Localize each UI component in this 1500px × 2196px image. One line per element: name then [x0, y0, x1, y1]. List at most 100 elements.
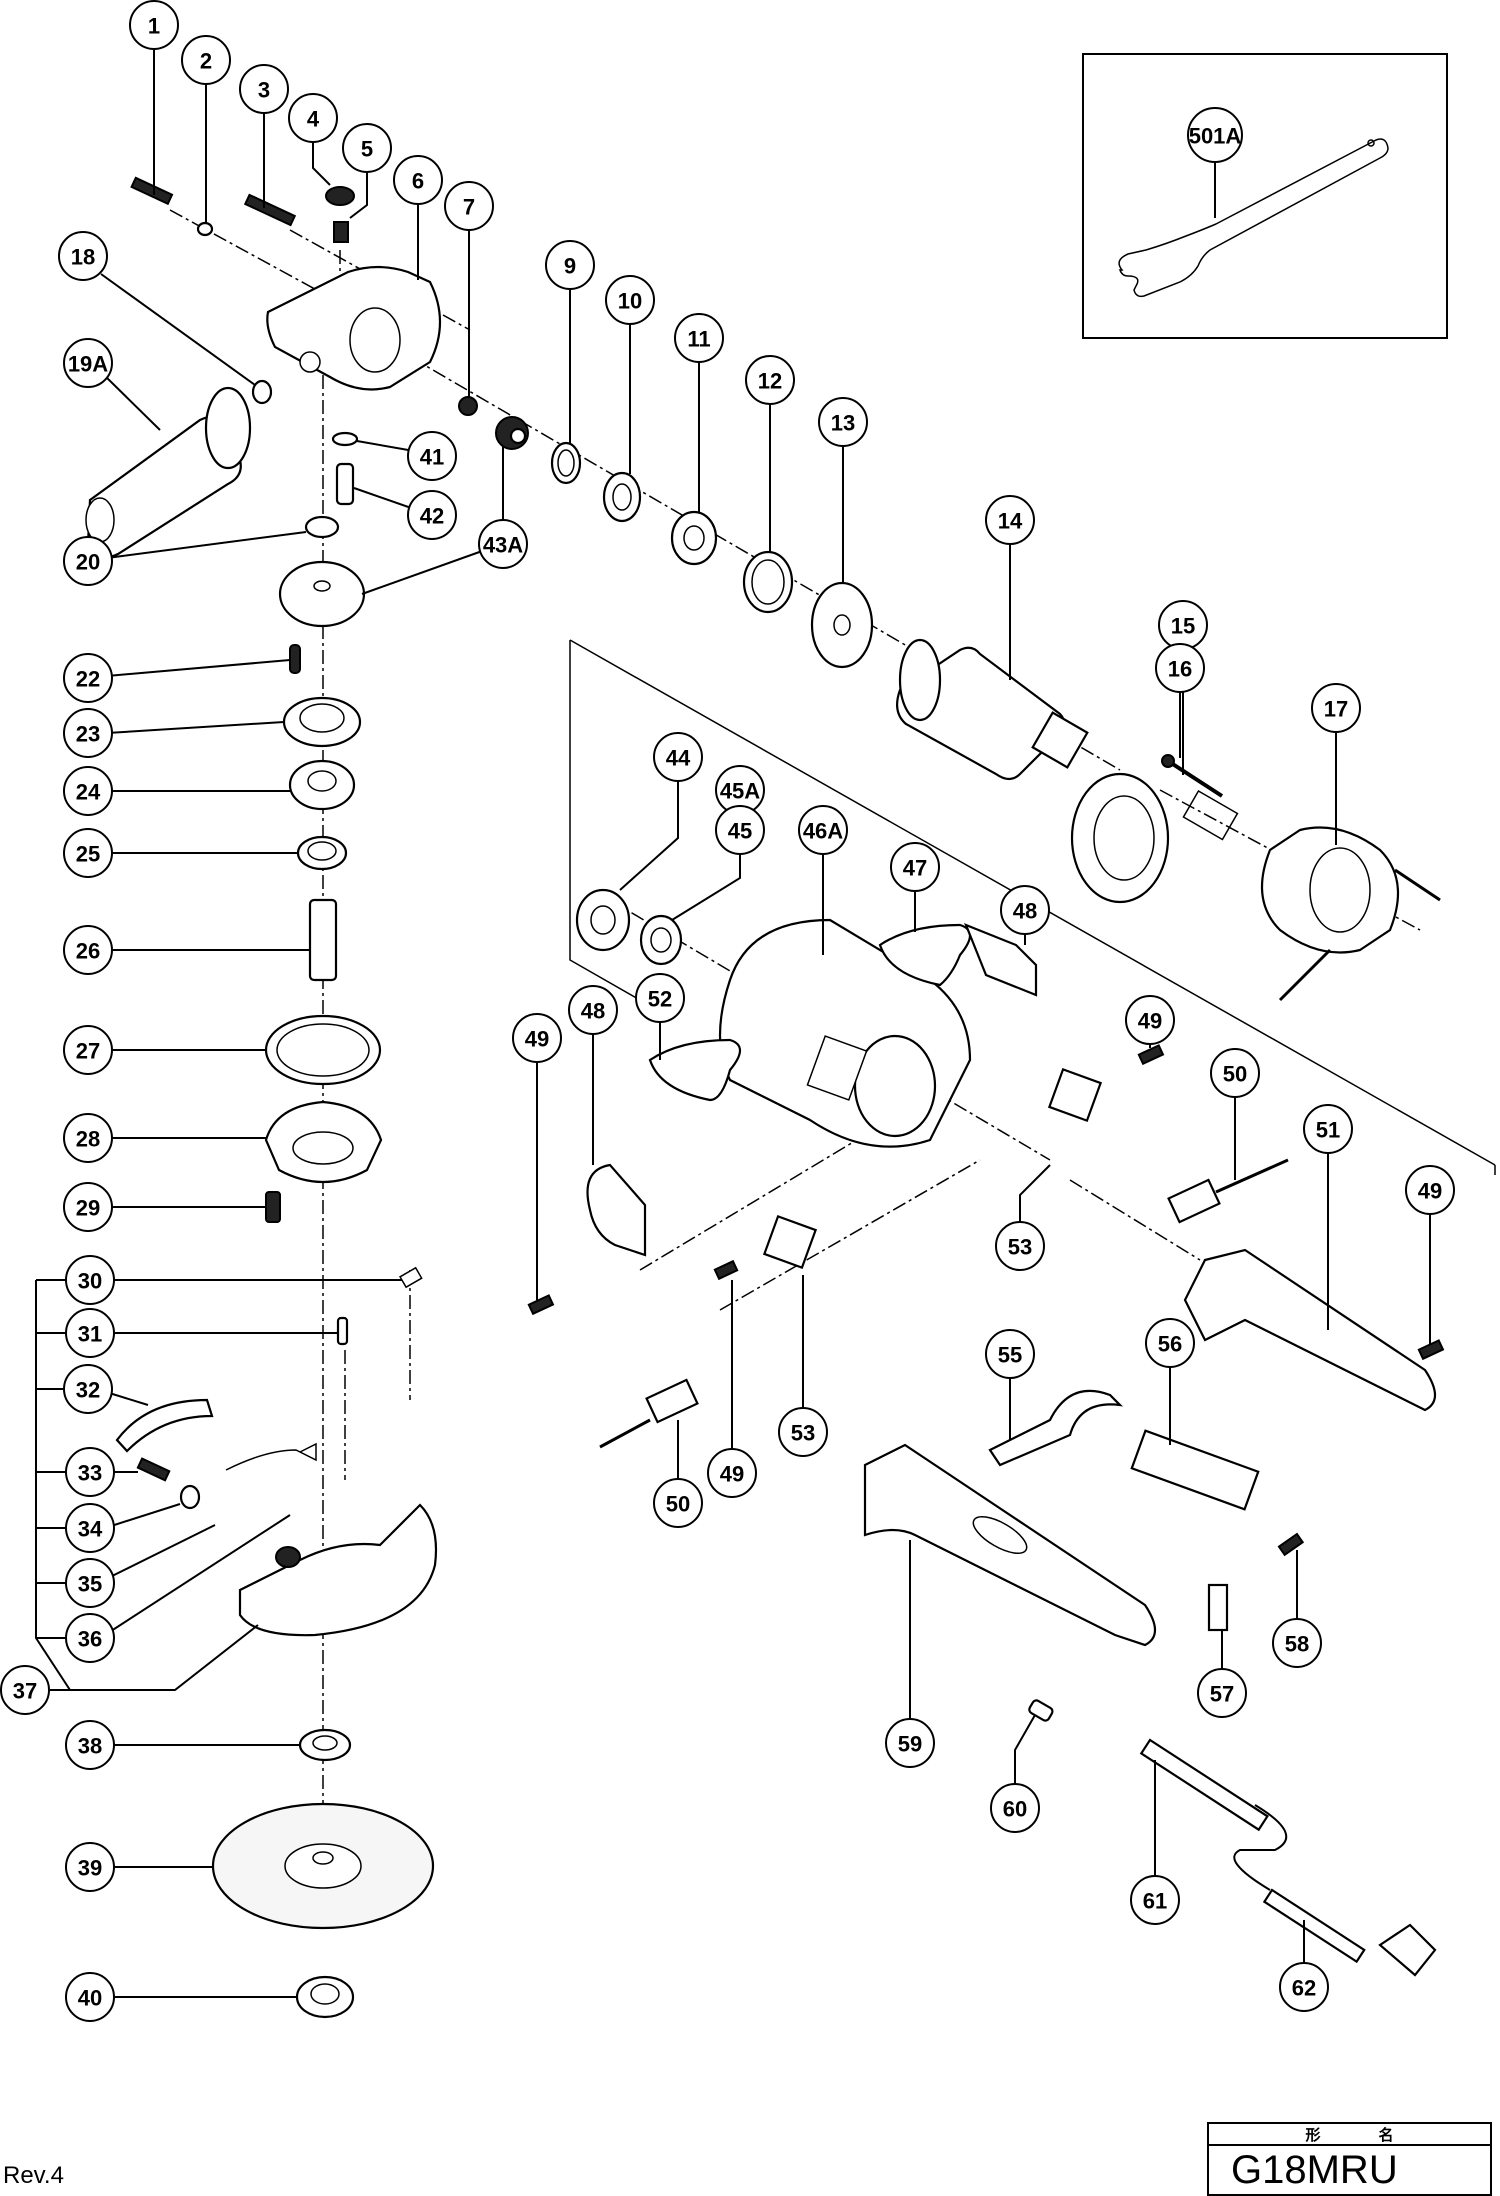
wheel-nut-40-icon — [295, 1975, 355, 2019]
callout-number: 60 — [1003, 1797, 1027, 1822]
callout-44: 44 — [653, 732, 703, 782]
brush-cover-48b-icon — [586, 1163, 647, 1257]
callout-circle — [342, 123, 392, 173]
push-button-42-icon — [335, 462, 355, 506]
callout-13: 13 — [818, 397, 868, 447]
callout-number: 29 — [76, 1196, 100, 1221]
switch-56-icon — [1130, 1429, 1260, 1511]
callout-circle — [65, 1447, 115, 1497]
stator-17-icon — [1260, 826, 1441, 1002]
callout-circle — [393, 155, 443, 205]
callout-number: 4 — [307, 107, 320, 132]
callout-circle — [990, 1783, 1040, 1833]
callout-circle — [1279, 1962, 1329, 2012]
callout-49: 49 — [1125, 995, 1175, 1045]
callout-circle — [63, 1182, 113, 1232]
callout-circle — [1145, 1318, 1195, 1368]
callout-61: 61 — [1130, 1875, 1180, 1925]
callout-24: 24 — [63, 766, 113, 816]
title-block: 形 名 G18MRU — [1207, 2122, 1492, 2196]
callout-circle — [653, 732, 703, 782]
callout-number: 35 — [78, 1572, 102, 1597]
model-number: G18MRU — [1231, 2148, 1398, 2192]
callout-number: 50 — [666, 1492, 690, 1517]
callout-46a: 46A — [798, 805, 848, 855]
callout-53: 53 — [995, 1221, 1045, 1271]
callout-circle — [1405, 1165, 1455, 1215]
washer-25-icon — [296, 835, 348, 871]
washer-9-icon — [550, 441, 582, 485]
callout-circle — [63, 766, 113, 816]
callout-circle — [1130, 1875, 1180, 1925]
callout-circle — [995, 1221, 1045, 1271]
callout-number: 28 — [76, 1127, 100, 1152]
revision-label: Rev.4 — [3, 2162, 64, 2189]
callout-number: 47 — [903, 856, 927, 881]
tapping-screw-16-icon — [1161, 754, 1239, 841]
callout-number: 45 — [728, 819, 752, 844]
callout-1: 1 — [129, 0, 179, 50]
callout-circle — [65, 1613, 115, 1663]
screw-58-icon — [1277, 1532, 1305, 1557]
callout-number: 39 — [78, 1856, 102, 1881]
gear-cover-6-icon — [266, 265, 442, 391]
callout-circle — [985, 1329, 1035, 1379]
retaining-ring-20-icon — [304, 515, 340, 539]
callout-45: 45 — [715, 805, 765, 855]
callout-48: 48 — [568, 985, 618, 1035]
bearing-holder-12-icon — [742, 550, 794, 614]
callout-number: 48 — [581, 999, 605, 1024]
callout-number: 52 — [648, 987, 672, 1012]
callout-circle — [65, 1842, 115, 1892]
callout-36: 36 — [65, 1613, 115, 1663]
callout-number: 12 — [758, 369, 782, 394]
ball-bearing-45-icon — [639, 914, 683, 966]
callout-42: 42 — [407, 490, 457, 540]
brush-holder-53-icon — [1047, 1067, 1103, 1123]
handle-cover-51-icon — [1183, 1248, 1437, 1412]
callout-circle — [63, 828, 113, 878]
callout-circle — [512, 1013, 562, 1063]
callout-circle — [1303, 1104, 1353, 1154]
callout-number: 25 — [76, 842, 100, 867]
ball-bearing-11-icon — [670, 510, 718, 566]
callout-number: 16 — [1168, 657, 1192, 682]
callout-20: 20 — [63, 536, 113, 586]
callout-number: 48 — [1013, 899, 1037, 924]
callout-number: 53 — [1008, 1235, 1032, 1260]
callout-circle — [63, 1364, 113, 1414]
callout-number: 38 — [78, 1734, 102, 1759]
armature-14-icon — [895, 638, 1089, 781]
callout-6: 6 — [393, 155, 443, 205]
callout-circle — [653, 1478, 703, 1528]
rubber-ring-10-icon — [602, 471, 642, 523]
callout-circle — [63, 1113, 113, 1163]
callout-35: 35 — [65, 1558, 115, 1608]
side-handle-19a-icon — [85, 386, 252, 559]
callout-circle — [1210, 1048, 1260, 1098]
callout-circle — [674, 313, 724, 363]
callout-number: 44 — [666, 746, 691, 771]
wheel-guard-37-icon — [225, 1442, 438, 1637]
callout-number: 53 — [791, 1421, 815, 1446]
callout-number: 61 — [1143, 1889, 1167, 1914]
cord-armor-61-icon — [1139, 1738, 1269, 1832]
callout-58: 58 — [1272, 1618, 1322, 1668]
callout-number: 11 — [687, 327, 710, 352]
brush-holder-53b-icon — [762, 1214, 818, 1270]
callout-circle — [985, 495, 1035, 545]
callout-circle — [890, 842, 940, 892]
carbon-brush-50-icon — [1167, 1158, 1289, 1224]
callout-circle — [58, 231, 108, 281]
callout-circle — [818, 397, 868, 447]
accessory-box — [1082, 53, 1448, 339]
o-ring-18-icon — [251, 379, 273, 405]
handle-59-icon — [863, 1443, 1157, 1647]
callout-number: 19A — [68, 352, 108, 377]
callout-number: 49 — [525, 1027, 549, 1052]
callout-40: 40 — [65, 1972, 115, 2022]
callout-circle — [65, 1720, 115, 1770]
callout-19a: 19A — [63, 338, 113, 388]
callout-circle — [63, 536, 113, 586]
